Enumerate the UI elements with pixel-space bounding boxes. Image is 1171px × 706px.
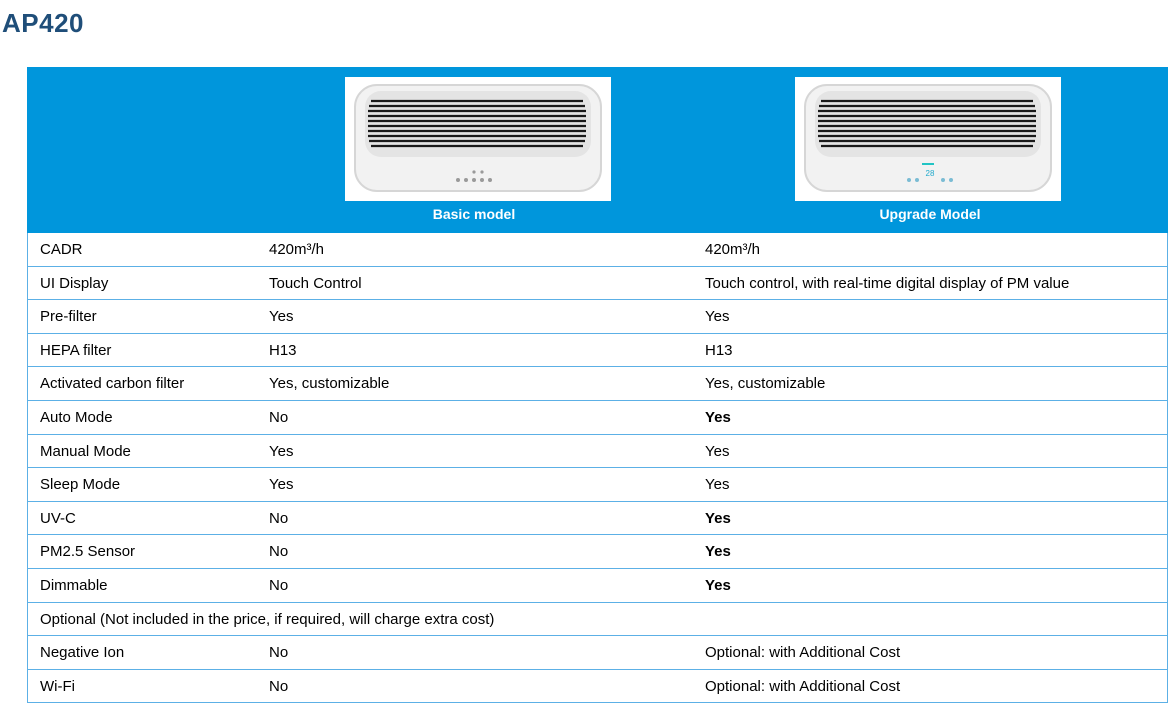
basic-value: No: [269, 509, 289, 527]
table-row: Negative Ion No Optional: with Additional …: [28, 636, 1167, 670]
upgrade-model-label: Upgrade Model: [879, 206, 981, 222]
basic-value: No: [269, 408, 289, 426]
basic-value: H13: [269, 341, 297, 359]
feature-label: Pre-filter: [40, 308, 97, 326]
upgrade-model-image: 28: [795, 77, 1061, 201]
table-row: UV-C No Yes: [28, 502, 1167, 536]
page-title: AP420: [2, 8, 84, 38]
table-row: Optional (Not included in the price, if …: [28, 603, 1167, 637]
basic-value: No: [269, 576, 289, 594]
feature-label: Sleep Mode: [40, 476, 121, 494]
basic-value: Yes: [269, 442, 294, 460]
feature-label: UI Display: [40, 274, 109, 292]
table-row: HEPA filter H13 H13: [28, 334, 1167, 368]
feature-label: HEPA filter: [40, 341, 112, 359]
basic-value: Touch Control: [269, 274, 362, 292]
feature-label: Optional (Not included in the price, if …: [40, 610, 495, 628]
upgrade-value: Yes: [705, 308, 730, 326]
upgrade-value: Optional: with Additional Cost: [705, 677, 901, 695]
table-row: Sleep Mode Yes Yes: [28, 468, 1167, 502]
table-row: CADR 420m³/h 420m³/h: [28, 233, 1167, 267]
table-row: Wi-Fi No Optional: with Additional Cost: [28, 670, 1167, 704]
basic-value: No: [269, 543, 289, 561]
upgrade-value: 420m³/h: [705, 241, 761, 258]
basic-model-image: [345, 77, 611, 201]
feature-label: UV-C: [40, 509, 76, 527]
upgrade-value: H13: [705, 341, 733, 359]
pm-display-readout: 28: [926, 169, 935, 178]
basic-value: No: [269, 677, 289, 695]
basic-value: 420m³/h: [269, 241, 325, 258]
feature-label: Manual Mode: [40, 442, 131, 460]
upgrade-value: Yes: [705, 476, 730, 494]
table-row: Activated carbon filter Yes, customizable…: [28, 367, 1167, 401]
basic-value: Yes: [269, 476, 294, 494]
upgrade-value: Yes: [705, 442, 730, 460]
table-row: UI Display Touch Control Touch control, wi…: [28, 267, 1167, 301]
table-row: Manual Mode Yes Yes: [28, 435, 1167, 469]
table-row: Auto Mode No Yes: [28, 401, 1167, 435]
table-row: PM2.5 Sensor No Yes: [28, 535, 1167, 569]
feature-label: Wi-Fi: [40, 677, 75, 695]
feature-label: CADR: [40, 241, 83, 258]
comparison-table: 28 Basic model Upgrade Model CADR 420m³/h…: [27, 67, 1168, 704]
feature-label: Dimmable: [40, 576, 108, 594]
feature-label: PM2.5 Sensor: [40, 543, 136, 561]
basic-model-label: Basic model: [432, 206, 516, 222]
basic-value: No: [269, 644, 289, 662]
basic-value: Yes, customizable: [269, 375, 390, 393]
upgrade-value: Yes: [705, 408, 731, 426]
upgrade-value: Touch control, with real-time digital di…: [705, 274, 1070, 292]
table-header: 28 Basic model Upgrade Model: [27, 67, 1168, 233]
upgrade-value: Yes: [705, 543, 731, 561]
upgrade-purifier-illustration: 28: [804, 84, 1052, 192]
table-row: Pre-filter Yes Yes: [28, 300, 1167, 334]
table-row: Dimmable No Yes: [28, 569, 1167, 603]
feature-label: Activated carbon filter: [40, 375, 185, 393]
upgrade-value: Yes, customizable: [705, 375, 826, 393]
basic-purifier-illustration: [354, 84, 602, 192]
basic-value: Yes: [269, 308, 294, 326]
upgrade-value: Yes: [705, 576, 731, 594]
feature-label: Negative Ion: [40, 644, 125, 662]
upgrade-value: Optional: with Additional Cost: [705, 644, 901, 662]
feature-label: Auto Mode: [40, 408, 113, 426]
upgrade-value: Yes: [705, 509, 731, 527]
table-body: CADR 420m³/h 420m³/h UI Display Touch Contro…: [27, 233, 1168, 704]
